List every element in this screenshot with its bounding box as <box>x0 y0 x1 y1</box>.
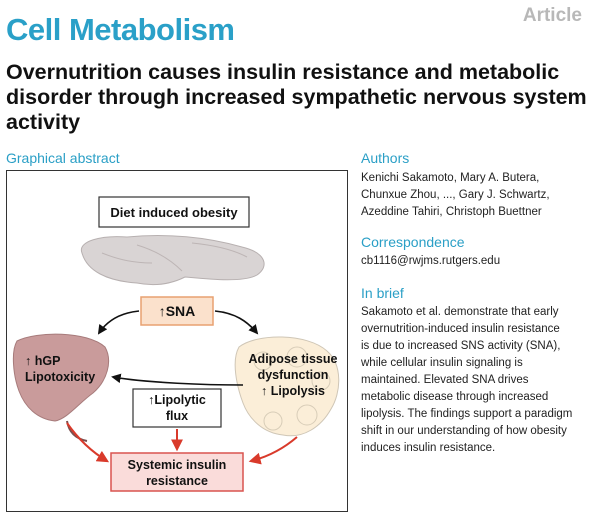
authors-list: Kenichi Sakamoto, Mary A. Butera, Chunxu… <box>361 170 550 221</box>
in-brief-line: metabolic disease through increased <box>361 391 549 403</box>
in-brief-line: induces insulin resistance. <box>361 442 496 454</box>
in-brief-line: shift in our understanding of how obesit… <box>361 425 567 437</box>
sna-box: ↑SNA <box>140 296 214 326</box>
result-line-1: Systemic insulin <box>128 458 227 472</box>
adipose-line-3: ↑ Lipolysis <box>261 384 325 398</box>
graphical-abstract: Diet induced obesity ↑SNA ↑ hGP Lipotoxi… <box>6 170 348 512</box>
in-brief-line: is due to increased SNS activity (SNA), <box>361 340 561 352</box>
author-line: Kenichi Sakamoto, Mary A. Butera, <box>361 172 540 184</box>
sna-label: ↑SNA <box>159 303 196 319</box>
adipose-illustration <box>234 336 340 437</box>
author-line: Azeddine Tahiri, Christoph Buettner <box>361 206 542 218</box>
article-title: Overnutrition causes insulin resistance … <box>6 60 587 134</box>
article-type-label: Article <box>522 5 582 26</box>
correspondence-label: Correspondence <box>361 234 465 250</box>
flux-line-2: flux <box>166 409 188 423</box>
brain-illustration <box>80 234 265 286</box>
in-brief-text: Sakamoto et al. demonstrate that early o… <box>361 304 596 457</box>
journal-name: Cell Metabolism <box>6 12 235 47</box>
adipose-line-1: Adipose tissue <box>249 352 338 366</box>
adipose-line-2: dysfunction <box>258 368 329 382</box>
diet-box: Diet induced obesity <box>98 196 250 228</box>
author-line: Chunxue Zhou, ..., Gary J. Schwartz, <box>361 189 550 201</box>
correspondence-email[interactable]: cb1116@rwjms.rutgers.edu <box>361 255 501 267</box>
in-brief-line: Sakamoto et al. demonstrate that early <box>361 306 559 318</box>
in-brief-line: overnutrition-induced insulin resistance <box>361 323 560 335</box>
flux-line-1: ↑Lipolytic <box>148 393 206 407</box>
liver-line-1: ↑ hGP <box>25 354 60 368</box>
liver-line-2: Lipotoxicity <box>25 370 95 384</box>
in-brief-label: In brief <box>361 285 404 301</box>
arrow-sna-to-adipose <box>214 310 259 335</box>
systemic-insulin-resistance-box: Systemic insulin resistance <box>110 452 244 492</box>
lipolytic-flux-box: ↑Lipolytic flux <box>132 388 222 428</box>
in-brief-line: while cellular insulin signaling is <box>361 357 523 369</box>
graphical-abstract-label: Graphical abstract <box>6 150 120 166</box>
in-brief-line: maintained. Elevated SNA drives <box>361 374 529 386</box>
red-arrow-liver <box>66 422 110 463</box>
liver-illustration <box>12 333 109 442</box>
authors-label: Authors <box>361 150 410 166</box>
diet-box-label: Diet induced obesity <box>110 205 238 220</box>
graphical-abstract-diagram: Diet induced obesity ↑SNA ↑ hGP Lipotoxi… <box>12 196 340 492</box>
arrow-sna-to-liver <box>97 310 140 335</box>
red-arrow-adipose <box>248 436 298 465</box>
in-brief-line: lipolysis. The findings support a paradi… <box>361 408 573 420</box>
result-line-2: resistance <box>146 474 208 488</box>
arrow-adipose-to-liver <box>111 373 244 386</box>
